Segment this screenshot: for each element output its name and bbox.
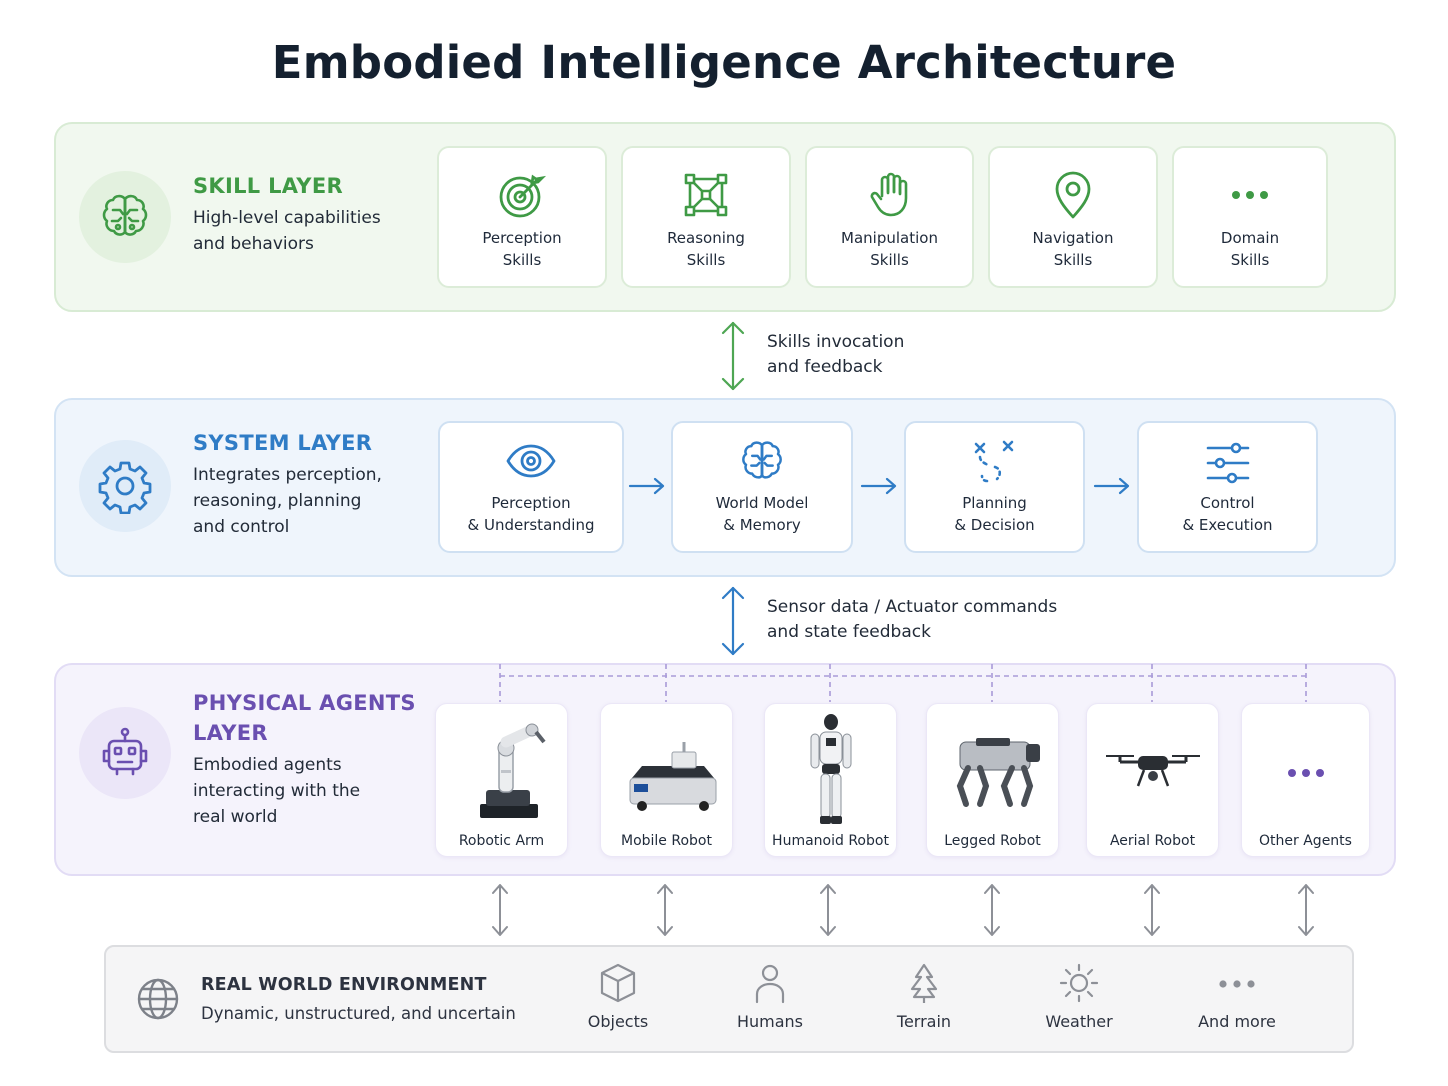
- arrow-mobile-robot: [657, 884, 673, 936]
- agent-card-other[interactable]: Other Agents: [1241, 703, 1370, 857]
- gear-icon: [98, 461, 152, 514]
- target-icon: [499, 174, 547, 218]
- agent-card-robotic-arm[interactable]: Robotic Arm: [435, 703, 568, 857]
- system-card-control[interactable]: Control& Execution: [1137, 421, 1318, 553]
- arrow-legged-robot: [984, 884, 1000, 936]
- agent-distribution-bus: [499, 664, 1307, 702]
- agent-card-label: Aerial Robot: [1109, 832, 1196, 849]
- env-item-and-more[interactable]: And more: [1177, 962, 1297, 1031]
- env-item-objects[interactable]: Objects: [558, 962, 678, 1031]
- brain-icon: [742, 441, 782, 479]
- person-icon: [755, 964, 785, 1004]
- legged-robot-icon: [956, 738, 1040, 807]
- globe-icon: [137, 978, 179, 1020]
- skill-layer-description: High-level capabilities and behaviors: [193, 208, 381, 254]
- agent-environment-arrows: [492, 884, 1314, 936]
- system-card-label: World Model& Memory: [715, 494, 809, 534]
- brain-icon: [102, 194, 148, 236]
- system-layer-title: SYSTEM LAYER: [193, 431, 373, 455]
- robotic-arm-icon: [479, 723, 546, 818]
- bidirectional-arrow-skill-system: [721, 321, 745, 391]
- agent-card-label: Legged Robot: [944, 832, 1041, 849]
- skill-layer-icon: [79, 171, 171, 263]
- agent-card-humanoid-robot[interactable]: Humanoid Robot: [764, 703, 897, 857]
- system-card-planning[interactable]: Planning& Decision: [904, 421, 1085, 553]
- arrow-other-agents: [1298, 884, 1314, 936]
- drone-icon: [1105, 755, 1200, 787]
- mobile-robot-icon: [629, 742, 716, 811]
- agents-layer-icon: [79, 707, 171, 799]
- environment-description: Dynamic, unstructured, and uncertain: [201, 1004, 516, 1023]
- agent-card-label: Mobile Robot: [621, 832, 712, 849]
- hand-icon: [870, 172, 907, 217]
- more-icon: [1287, 769, 1324, 777]
- page-title: Embodied Intelligence Architecture: [271, 36, 1177, 89]
- arrow-humanoid-robot: [820, 884, 836, 936]
- flow-arrow-1: [628, 477, 665, 495]
- system-layer-icon: [79, 440, 171, 532]
- env-item-weather[interactable]: Weather: [1019, 962, 1139, 1031]
- environment-title: REAL WORLD ENVIRONMENT: [201, 975, 487, 995]
- flow-arrow-2: [860, 477, 897, 495]
- more-icon: [1219, 980, 1255, 988]
- agent-card-label: Other Agents: [1259, 832, 1352, 849]
- path-plan-icon: [974, 440, 1013, 483]
- network-icon: [684, 173, 728, 217]
- more-icon: [1232, 191, 1268, 199]
- tree-icon: [910, 963, 938, 1003]
- env-item-terrain[interactable]: Terrain: [864, 962, 984, 1031]
- bidirectional-arrow-system-agents: [721, 586, 745, 656]
- cube-icon: [600, 963, 636, 1003]
- location-pin-icon: [1055, 171, 1091, 219]
- system-card-label: Planning& Decision: [954, 494, 1035, 534]
- agent-card-legged-robot[interactable]: Legged Robot: [926, 703, 1059, 857]
- arrow-aerial-robot: [1144, 884, 1160, 936]
- agent-card-mobile-robot[interactable]: Mobile Robot: [600, 703, 733, 857]
- sliders-icon: [1206, 442, 1249, 484]
- flow-arrow-3: [1093, 477, 1130, 495]
- eye-icon: [506, 444, 556, 478]
- sun-icon: [1059, 963, 1099, 1003]
- system-card-world-model[interactable]: World Model& Memory: [671, 421, 853, 553]
- humanoid-robot-icon: [810, 714, 851, 824]
- env-item-humans[interactable]: Humans: [710, 962, 830, 1031]
- system-layer-description: Integrates perception, reasoning, planni…: [193, 465, 382, 537]
- agent-card-label: Robotic Arm: [458, 832, 545, 849]
- robot-icon: [102, 727, 148, 776]
- agent-card-label: Humanoid Robot: [772, 832, 889, 849]
- skill-layer-title: SKILL LAYER: [193, 174, 343, 198]
- arrow-robotic-arm: [492, 884, 508, 936]
- agent-card-aerial-robot[interactable]: Aerial Robot: [1086, 703, 1219, 857]
- environment-panel: [104, 945, 1354, 1053]
- system-card-perception[interactable]: Perception& Understanding: [438, 421, 624, 553]
- system-card-label: Perception& Understanding: [467, 494, 595, 534]
- agents-layer-description: Embodied agents interacting with the rea…: [193, 755, 361, 827]
- system-card-label: Control& Execution: [1182, 494, 1273, 534]
